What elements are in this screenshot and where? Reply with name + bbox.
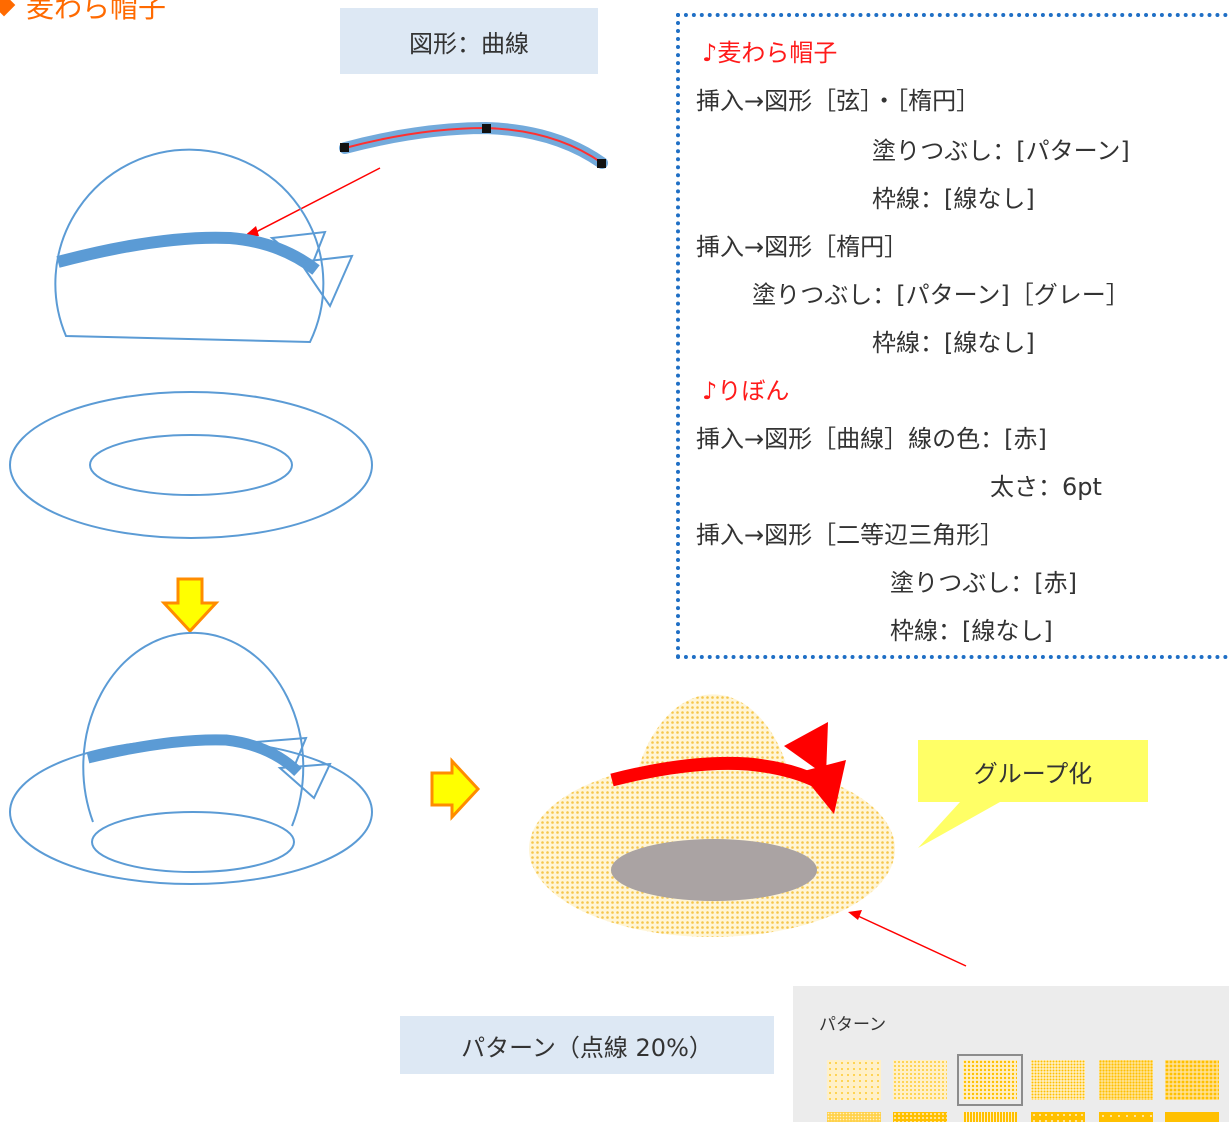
pattern-swatch[interactable]: [1031, 1112, 1085, 1122]
pattern-swatch[interactable]: [1099, 1112, 1153, 1122]
title-text: 麦わら帽子: [26, 0, 167, 24]
curve-sample: [339, 121, 608, 169]
instruction-line: 塗りつぶし：[パターン]: [872, 137, 1130, 165]
down-arrow-icon: [160, 577, 220, 634]
instruction-line: 塗りつぶし：[パターン]［グレー］: [752, 281, 1130, 309]
hat-combined-outline: [9, 631, 373, 885]
instruction-line: 挿入→図形［楕円］: [696, 233, 909, 261]
ribbon-tail: [800, 760, 846, 814]
pattern-swatch[interactable]: [827, 1112, 881, 1122]
group-callout-bubble: [918, 740, 1148, 848]
curve-handle: [340, 143, 349, 152]
pattern-swatch[interactable]: [963, 1112, 1017, 1122]
pattern-swatch[interactable]: [827, 1060, 881, 1100]
instruction-line: 挿入→図形［弦］・［楕円］: [696, 87, 981, 115]
pattern-swatch[interactable]: [1099, 1060, 1153, 1100]
brim-outline: [9, 391, 373, 539]
pattern-swatch[interactable]: [893, 1060, 947, 1100]
instruction-line: 枠線：[線なし]: [872, 185, 1035, 213]
straw-hat-final: [529, 694, 895, 937]
pattern-swatch[interactable]: [893, 1112, 947, 1122]
hat-crown-outline: [54, 148, 325, 344]
curve-callout: 図形：曲線: [340, 8, 598, 74]
instruction-line: 挿入→図形［二等辺三角形］: [696, 521, 1005, 549]
pattern-panel-label: パターン: [819, 1015, 887, 1035]
pattern-swatch[interactable]: [1031, 1060, 1085, 1100]
instruction-line: 太さ：6pt: [990, 473, 1102, 501]
ribbon-band: [610, 756, 821, 788]
hat-inner-gray: [611, 839, 817, 901]
pattern-swatch[interactable]: [1165, 1112, 1219, 1122]
ribbon-outline: [56, 230, 354, 309]
instruction-line: 枠線：[線なし]: [872, 329, 1035, 357]
instruction-line: 枠線：[線なし]: [890, 617, 1053, 645]
instruction-box: ♪麦わら帽子 挿入→図形［弦］・［楕円］ 塗りつぶし：[パターン] 枠線：[線な…: [676, 13, 1229, 659]
pattern-swatch-selected[interactable]: [957, 1054, 1023, 1106]
ribbon-tail: [784, 722, 828, 776]
pattern-swatch[interactable]: [1165, 1060, 1219, 1100]
instruction-line: 塗りつぶし：[赤]: [890, 569, 1077, 597]
heading-hat: ♪麦わら帽子: [702, 39, 838, 67]
instruction-line: 挿入→図形［曲線］線の色：[赤]: [696, 425, 1047, 453]
pointer-arrow-pattern: [848, 910, 967, 967]
page-title: 麦わら帽子: [0, 0, 166, 26]
curve-handle: [482, 124, 491, 133]
right-arrow-icon: [430, 757, 481, 821]
curve-handle: [597, 159, 606, 168]
pattern-panel: パターン: [793, 986, 1229, 1122]
group-callout: グループ化: [973, 759, 1093, 788]
pattern-callout: パターン（点線 20%）: [400, 1016, 774, 1074]
heading-ribbon: ♪りぼん: [702, 377, 790, 405]
